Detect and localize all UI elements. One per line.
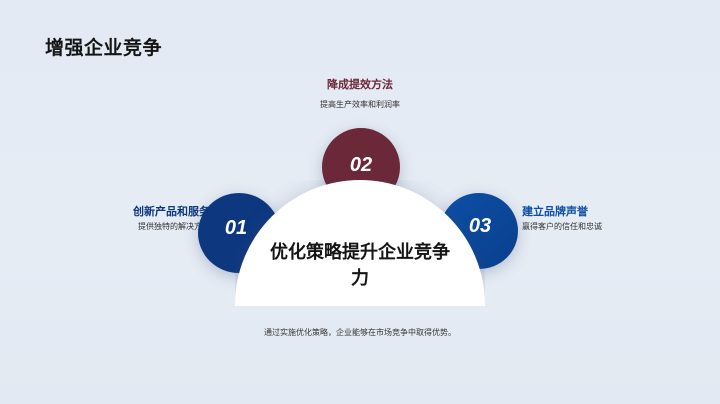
item-02-number: 02 xyxy=(349,153,373,176)
item-01-desc: 提供独特的解决方案 xyxy=(138,222,210,231)
item-03-desc: 赢得客户的信任和忠诚 xyxy=(522,222,602,231)
slide-title: 增强企业竞争 xyxy=(45,37,163,59)
center-heading-line1: 优化策略提升企业竞争 xyxy=(270,242,450,263)
item-01-number: 01 xyxy=(224,216,248,239)
item-03-label: 建立品牌声誉 xyxy=(522,205,588,218)
center-heading: 优化策略提升企业竞争 力 xyxy=(235,240,485,292)
center-semicircle xyxy=(235,180,485,306)
item-02-label: 降成提效方法 xyxy=(327,78,393,91)
center-heading-line2: 力 xyxy=(351,268,369,289)
item-01-label: 创新产品和服务 xyxy=(133,205,210,218)
footer-text: 通过实施优化策略，企业能够在市场竞争中取得优势。 xyxy=(264,328,456,337)
item-03-number: 03 xyxy=(468,214,492,237)
item-02-desc: 提高生产效率和利润率 xyxy=(320,100,400,109)
